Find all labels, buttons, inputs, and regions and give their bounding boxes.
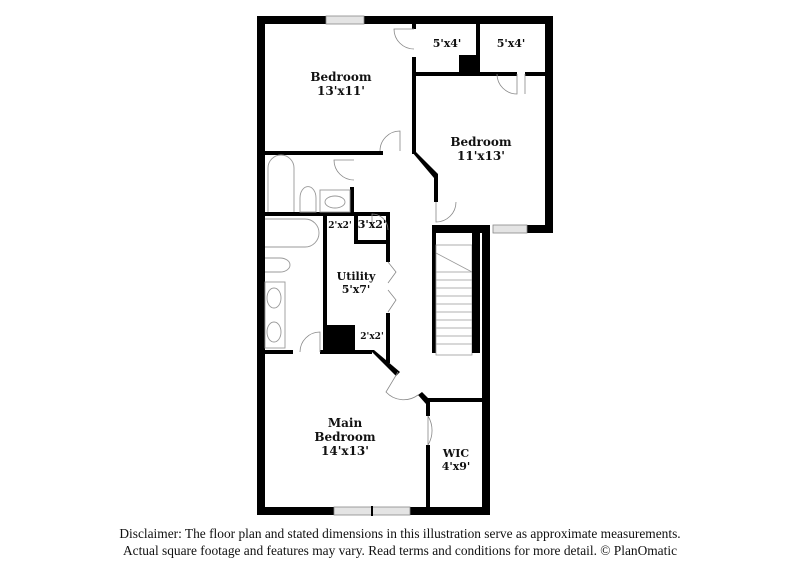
- sink-1: [319, 189, 351, 213]
- windows: [325, 15, 528, 516]
- room-name: Bedroom: [314, 429, 376, 444]
- window-bedroom-2: [492, 224, 528, 234]
- window-bedroom-1: [325, 15, 365, 25]
- room-dimensions: 3'x2': [357, 218, 387, 231]
- disclaimer-line-1: Disclaimer: The floor plan and stated di…: [119, 526, 681, 541]
- room-label-utility: Utility 5'x7': [330, 270, 382, 296]
- room-name: WIC: [442, 447, 470, 460]
- room-label-wic: WIC 4'x9': [430, 447, 482, 473]
- room-label-main-bedroom: Main Bedroom 14'x13': [300, 416, 390, 458]
- window-main-bedroom-b: [371, 506, 411, 516]
- disclaimer-line-2: Actual square footage and features may v…: [122, 543, 678, 558]
- stairs: [435, 244, 473, 356]
- toilet-1: [299, 186, 317, 213]
- room-label-closet-2: 5'x4': [486, 37, 536, 51]
- room-label-bedroom-1: Bedroom 13'x11': [296, 70, 386, 99]
- window-main-bedroom-a: [333, 506, 373, 516]
- room-dimensions: 5'x4': [432, 37, 462, 50]
- room-dimensions: 14'x13': [321, 443, 369, 458]
- room-dimensions: 5'x4': [496, 37, 526, 50]
- room-dimensions: 11'x13': [457, 148, 505, 163]
- room-label-linen-1: 2'x2': [327, 221, 353, 231]
- room-dimensions: 13'x11': [317, 83, 365, 98]
- room-label-linen-2: 2'x2': [358, 332, 386, 342]
- room-name: Main: [327, 416, 363, 430]
- bath-fixtures: [264, 154, 351, 349]
- toilet-2: [265, 257, 291, 273]
- bathtub-1: [267, 154, 295, 212]
- bathtub-2: [265, 218, 320, 248]
- vanity-2: [264, 281, 286, 349]
- room-label-closet-3: 3'x2': [356, 218, 388, 232]
- room-dimensions: 2'x2': [328, 221, 352, 231]
- room-dimensions: 4'x9': [441, 459, 471, 473]
- disclaimer: Disclaimer: The floor plan and stated di…: [0, 525, 800, 559]
- room-dimensions: 2'x2': [360, 332, 384, 342]
- room-label-bedroom-2: Bedroom 11'x13': [436, 135, 526, 164]
- room-dimensions: 5'x7': [341, 282, 371, 296]
- room-name: Bedroom: [450, 135, 512, 149]
- room-name: Bedroom: [310, 70, 372, 84]
- room-name: Utility: [336, 270, 376, 283]
- room-label-closet-1: 5'x4': [422, 37, 472, 51]
- doors: [299, 28, 526, 446]
